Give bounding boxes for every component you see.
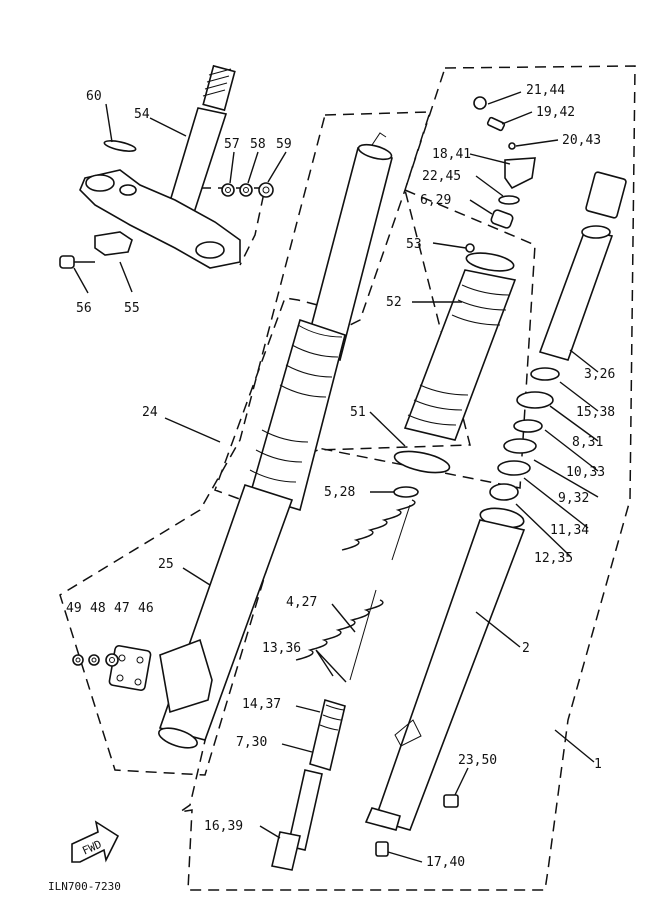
callout-25: 25 [158,557,174,572]
callout-51: 51 [350,405,366,420]
callout-60: 60 [86,89,102,104]
ring-5 [393,486,419,498]
callout-5-28: 5,28 [324,485,355,500]
inner-tube-3 [538,171,627,361]
callout-22-45: 22,45 [422,169,461,184]
callout-16-39: 16,39 [204,819,243,834]
seal-stack-15-8-10-9-11 [489,367,560,501]
callout-15-38: 15,38 [576,405,615,420]
clamp-51 [393,450,451,474]
callout-19-42: 19,42 [536,105,575,120]
washer-60 [103,140,137,152]
callout-11-34: 11,34 [550,523,589,538]
washers-49-48-47 [72,653,119,667]
callout-56: 56 [76,301,92,316]
callout-23-50: 23,50 [458,753,497,768]
fwd-arrow-icon: FWD [71,820,120,863]
callout-14-37: 14,37 [242,697,281,712]
outer-tube-2 [364,507,526,831]
callout-55: 55 [124,301,140,316]
callout-58: 58 [250,137,266,152]
cap-bolt-parts-18-22 [473,96,536,229]
callout-4-27: 4,27 [286,595,317,610]
callout-53: 53 [406,237,422,252]
callout-1: 1 [594,757,602,772]
callout-10-33: 10,33 [566,465,605,480]
callout-7-30: 7,30 [236,735,267,750]
bolt-56 [59,255,95,269]
drawing-code: ILN700-7230 [48,880,121,893]
callout-6-29: 6,29 [420,193,451,208]
callout-2: 2 [522,641,530,656]
callout-59: 59 [276,137,292,152]
callout-8-31: 8,31 [572,435,603,450]
callout-21-44: 21,44 [526,83,565,98]
callout-12-35: 12,35 [534,551,573,566]
callout-13-36: 13,36 [262,641,301,656]
axle-holder-46 [108,638,213,714]
outline-group-24 [59,111,432,776]
callout-49: 49 [66,601,82,616]
callout-20-43: 20,43 [562,133,601,148]
upper-bracket [79,169,241,269]
outline-group-1 [179,65,636,891]
outline-group-54 [200,187,266,266]
damper-rod-7 [271,698,346,871]
nuts-57-58-59 [221,182,274,198]
callout-46: 46 [138,601,154,616]
callout-18-41: 18,41 [432,147,471,162]
dust-boot-52 [403,243,517,441]
callout-54: 54 [134,107,150,122]
callout-labels: 60 54 57 58 59 56 55 24 25 49 48 47 46 2… [48,83,615,893]
spring-4 [295,499,416,681]
bolts-23-17 [375,794,459,857]
callout-3-26: 3,26 [584,367,615,382]
callout-9-32: 9,32 [558,491,589,506]
callout-47: 47 [114,601,130,616]
callout-57: 57 [224,137,240,152]
leader-lines [73,91,599,863]
callout-48: 48 [90,601,106,616]
callout-24: 24 [142,405,158,420]
callout-17-40: 17,40 [426,855,465,870]
callout-52: 52 [386,295,402,310]
